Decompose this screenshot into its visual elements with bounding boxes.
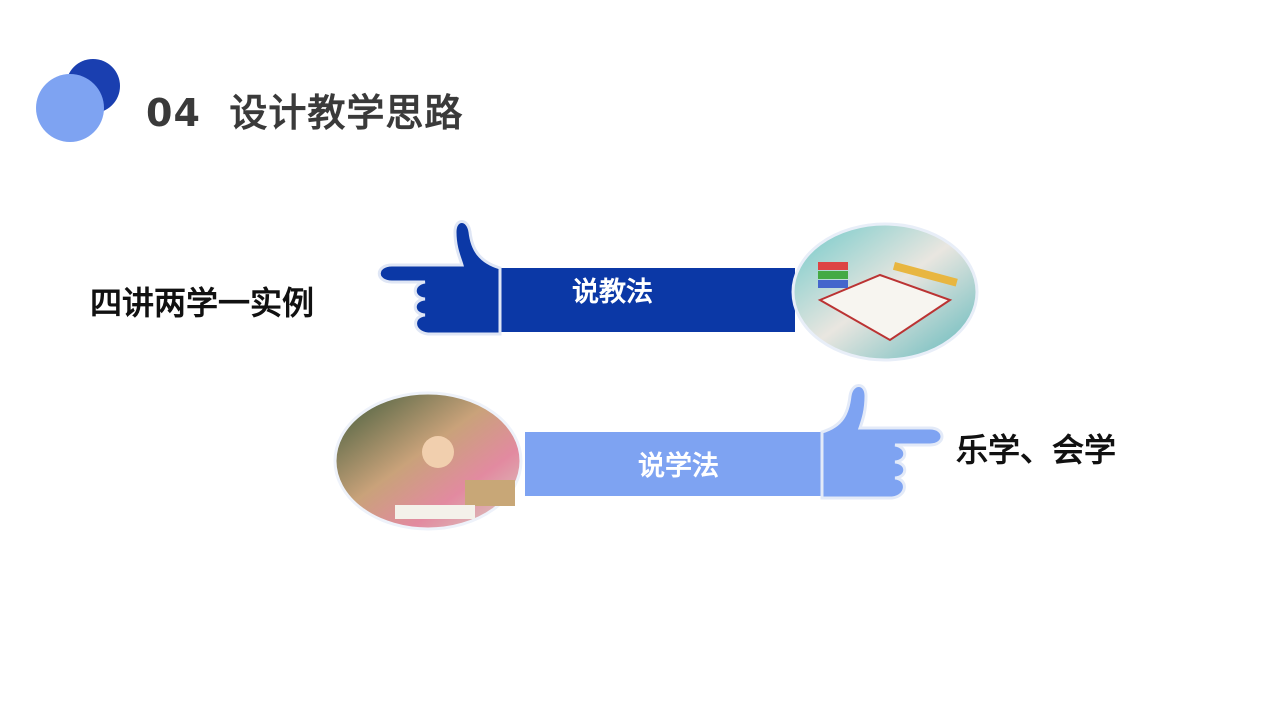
right-label: 乐学、会学	[956, 431, 1117, 469]
left-label: 四讲两学一实例	[90, 284, 315, 322]
pointing-hand-icon-left	[377, 220, 795, 336]
learning-method-label: 说学法	[638, 451, 719, 482]
student-photo	[333, 391, 523, 531]
teaching-method-label: 说教法	[572, 277, 653, 308]
pointing-hand-icon-right	[525, 384, 944, 500]
page-title: 04 设计教学思路	[146, 91, 464, 135]
header-dot-light	[36, 74, 104, 142]
teaching-illustration	[791, 222, 979, 362]
